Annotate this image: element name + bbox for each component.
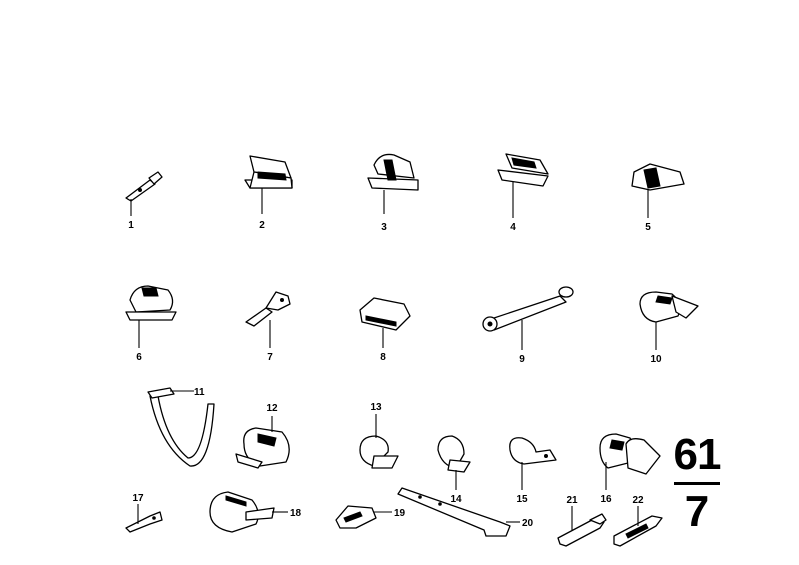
part-16-clip[interactable] bbox=[599, 433, 661, 490]
group-number-block: 61 7 bbox=[672, 432, 722, 535]
part-label-6: 6 bbox=[136, 352, 142, 363]
part-label-4: 4 bbox=[510, 222, 516, 233]
part-15-clip[interactable] bbox=[509, 437, 557, 490]
part-label-9: 9 bbox=[519, 354, 525, 365]
part-6-clip[interactable] bbox=[125, 285, 177, 348]
part-11-strap[interactable] bbox=[147, 387, 215, 467]
part-label-2: 2 bbox=[259, 220, 265, 231]
part-label-8: 8 bbox=[380, 352, 386, 363]
part-label-5: 5 bbox=[645, 222, 651, 233]
part-label-15: 15 bbox=[516, 494, 528, 505]
part-7-bracket[interactable] bbox=[245, 291, 291, 348]
part-4-clip[interactable] bbox=[497, 153, 549, 218]
part-10-clip[interactable] bbox=[639, 291, 699, 350]
part-label-18: 18 bbox=[290, 508, 302, 519]
part-label-12: 12 bbox=[266, 403, 278, 414]
part-1-cable-terminal[interactable] bbox=[125, 171, 163, 216]
part-label-11: 11 bbox=[194, 387, 205, 398]
part-19-clip[interactable] bbox=[335, 505, 392, 529]
part-14-clip[interactable] bbox=[437, 435, 471, 490]
part-label-10: 10 bbox=[650, 354, 662, 365]
part-12-clip[interactable] bbox=[235, 416, 290, 469]
part-label-7: 7 bbox=[267, 352, 273, 363]
group-divider bbox=[674, 482, 720, 485]
part-22-connector[interactable] bbox=[613, 506, 663, 547]
sub-group-number: 7 bbox=[684, 487, 710, 536]
part-18-clip[interactable] bbox=[209, 491, 288, 533]
part-13-clip[interactable] bbox=[359, 414, 399, 469]
part-20-strap[interactable] bbox=[397, 487, 520, 537]
part-17-terminal[interactable] bbox=[125, 504, 163, 533]
main-group-number: 61 bbox=[673, 430, 722, 479]
part-21-connector[interactable] bbox=[557, 506, 607, 547]
part-label-22: 22 bbox=[632, 495, 644, 506]
part-label-20: 20 bbox=[522, 518, 534, 529]
part-label-13: 13 bbox=[370, 402, 382, 413]
part-label-16: 16 bbox=[600, 494, 612, 505]
part-label-19: 19 bbox=[394, 508, 406, 519]
part-3-clip[interactable] bbox=[367, 153, 419, 214]
part-2-clip[interactable] bbox=[244, 155, 293, 214]
part-label-14: 14 bbox=[450, 494, 462, 505]
part-8-clip[interactable] bbox=[359, 297, 411, 348]
part-5-clip[interactable] bbox=[631, 163, 685, 218]
part-label-1: 1 bbox=[128, 220, 134, 231]
part-9-arm[interactable] bbox=[482, 286, 574, 350]
part-label-3: 3 bbox=[381, 222, 387, 233]
part-label-17: 17 bbox=[132, 493, 144, 504]
part-label-21: 21 bbox=[566, 495, 578, 506]
